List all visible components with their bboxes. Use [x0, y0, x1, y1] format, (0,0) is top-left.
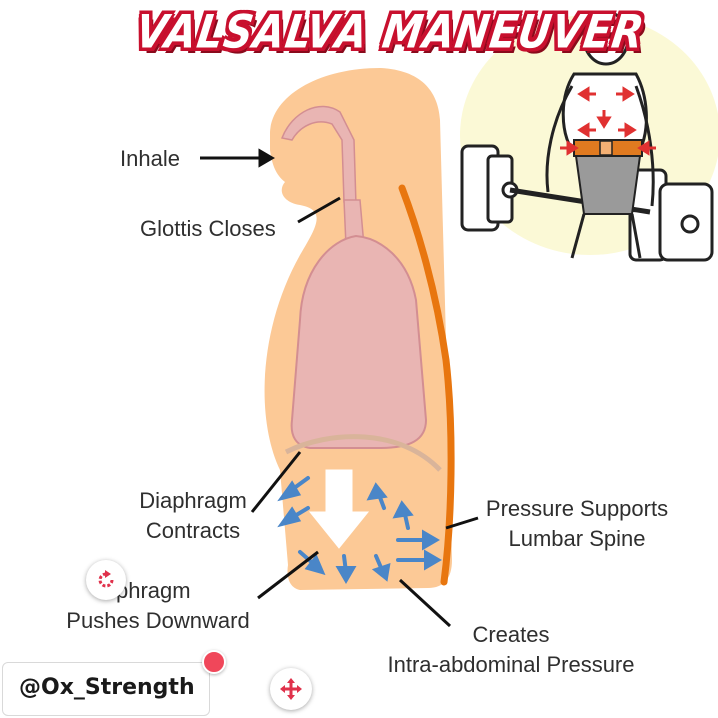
move-handle[interactable] — [270, 668, 312, 710]
move-icon — [279, 677, 303, 701]
label-creates-line2: Intra-abdominal Pressure — [370, 650, 652, 680]
label-creates-pressure: Creates Intra-abdominal Pressure — [370, 620, 652, 679]
label-pressure-supports-line1: Pressure Supports — [472, 494, 682, 524]
label-diaphragm-contracts-line2: Contracts — [128, 516, 258, 546]
rotate-handle[interactable] — [86, 560, 126, 600]
label-diaphragm-contracts: Diaphragm Contracts — [128, 486, 258, 545]
label-diaphragm-pushes-line2: Pushes Downward — [58, 606, 258, 636]
label-diaphragm-contracts-line1: Diaphragm — [128, 486, 258, 516]
page-title: VALSALVA MANEUVER — [133, 6, 648, 59]
watermark-handle: @Ox_Strength — [19, 675, 195, 700]
label-inhale: Inhale — [120, 144, 180, 174]
label-pressure-supports-line2: Lumbar Spine — [472, 524, 682, 554]
label-glottis-closes: Glottis Closes — [140, 214, 276, 244]
watermark-card: @Ox_Strength — [2, 662, 210, 716]
resize-handle[interactable] — [202, 650, 226, 674]
rotate-icon — [95, 569, 117, 591]
label-pressure-supports: Pressure Supports Lumbar Spine — [472, 494, 682, 553]
label-creates-line1: Creates — [370, 620, 652, 650]
